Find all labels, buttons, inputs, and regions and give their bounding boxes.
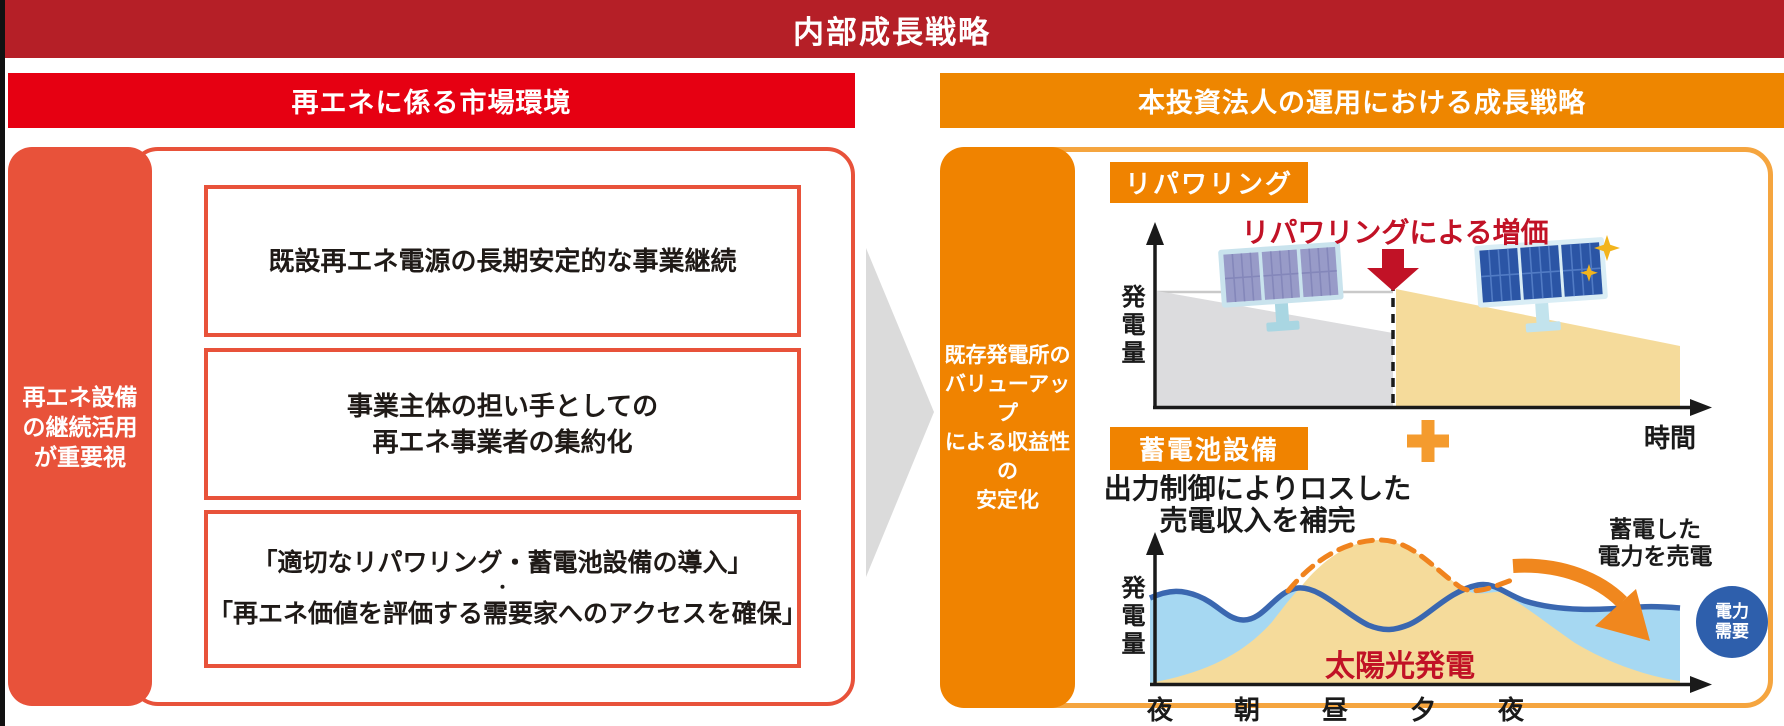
left-section-header: 再エネに係る市場環境 <box>8 73 855 128</box>
sell-note-line2: 電力を売電 <box>1597 543 1713 569</box>
right-sidebar-line2: バリューアップ <box>944 372 1071 425</box>
right-sidebar-line4: 安定化 <box>976 488 1039 512</box>
demand-badge-line2: 需要 <box>1715 622 1749 641</box>
power-demand-badge: 電力 需要 <box>1696 586 1768 658</box>
battery-heading: 出力制御によりロスした 売電収入を補完 <box>1085 473 1430 537</box>
left-edge-line <box>0 0 5 726</box>
right-section-title: 本投資法人の運用における成長戦略 <box>1138 88 1586 118</box>
repowering-tag-label: リパワリング <box>1124 169 1293 199</box>
flow-arrow-icon <box>866 248 934 577</box>
battery-tag: 蓄電池設備 <box>1110 427 1308 470</box>
left-sidebar-line3: が重要視 <box>34 443 126 470</box>
repowering-tag: リパワリング <box>1110 162 1308 203</box>
market-box-1: 既設再エネ電源の長期安定的な事業継続 <box>204 185 801 337</box>
sell-note-line1: 蓄電した <box>1609 516 1701 542</box>
demand-badge-line1: 電力 <box>1715 602 1749 621</box>
chart2-x-tick-noon: 昼 <box>1322 695 1349 725</box>
market-box-3-dot: ・ <box>494 580 511 597</box>
repowering-gain-note: リパワリングによる増価 <box>1241 217 1549 248</box>
sell-stored-power-note: 蓄電した 電力を売電 <box>1580 516 1730 570</box>
right-section-header: 本投資法人の運用における成長戦略 <box>940 73 1784 128</box>
battery-heading-line2: 売電収入を補完 <box>1159 505 1356 536</box>
page-title: 内部成長戦略 <box>793 14 991 50</box>
chart2-y-axis-label: 発電量 <box>1117 575 1144 659</box>
right-sidebar-line1: 既存発電所の <box>944 343 1071 367</box>
chart2-x-tick-morning: 朝 <box>1234 695 1261 725</box>
battery-tag-label: 蓄電池設備 <box>1138 435 1279 465</box>
market-box-3: 「適切なリパワリング・蓄電池設備の導入」 ・ 「再エネ価値を評価する需要家へのア… <box>204 510 807 668</box>
market-box-2: 事業主体の担い手としての 再エネ事業者の集約化 <box>204 347 801 500</box>
chart2-x-tick-night1: 夜 <box>1147 695 1174 725</box>
right-sidebar-line3: による収益性の <box>944 430 1071 483</box>
right-sidebar: 既存発電所の バリューアップ による収益性の 安定化 <box>940 147 1075 708</box>
left-sidebar-line2: の継続活用 <box>22 413 138 440</box>
solar-power-label: 太陽光発電 <box>1325 650 1475 683</box>
market-box-1-text: 既設再エネ電源の長期安定的な事業継続 <box>268 246 737 276</box>
market-environment-panel: 既設再エネ電源の長期安定的な事業継続 事業主体の担い手としての 再エネ事業者の集… <box>130 147 855 706</box>
chart1-y-axis-label: 発電量 <box>1117 284 1144 368</box>
chart2-x-tick-evening: 夕 <box>1410 695 1437 725</box>
market-box-3-line2: 「再エネ価値を評価する需要家へのアクセスを確保」 <box>208 600 807 628</box>
market-box-2-line1: 事業主体の担い手としての <box>346 390 659 421</box>
chart2-x-tick-night2: 夜 <box>1498 695 1525 725</box>
market-box-3-line1: 「適切なリパワリング・蓄電池設備の導入」 <box>252 549 753 577</box>
title-banner: 内部成長戦略 <box>0 0 1784 58</box>
left-sidebar: 再エネ設備 の継続活用 が重要視 <box>8 147 152 706</box>
left-section-title: 再エネに係る市場環境 <box>291 88 572 118</box>
chart1-x-axis-label: 時間 <box>1644 423 1697 453</box>
battery-heading-line1: 出力制御によりロスした <box>1103 473 1412 504</box>
market-box-2-line2: 再エネ事業者の集約化 <box>372 426 633 457</box>
left-sidebar-line1: 再エネ設備 <box>22 383 138 410</box>
